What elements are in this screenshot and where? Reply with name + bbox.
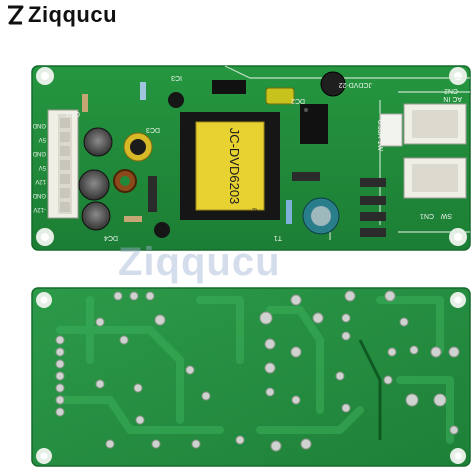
- svg-text:5V: 5V: [39, 136, 46, 142]
- svg-text:GND: GND: [32, 192, 46, 198]
- svg-text:FY: FY: [250, 208, 256, 216]
- watermark-text: Ziqqucu: [118, 240, 281, 284]
- transformer-label: JC-DVD6203: [227, 128, 242, 205]
- svg-text:5V: 5V: [39, 164, 46, 170]
- mounting-hole-icon: [36, 292, 466, 464]
- diode: [148, 172, 386, 237]
- label-jcdvd: JCDVD-22: [338, 81, 372, 88]
- label-resistor: 0.33R 1W: [376, 120, 383, 152]
- label-ac-in: AC IN: [443, 95, 462, 102]
- transformer: JC-DVD6203 FY: [180, 112, 280, 220]
- brand-logo-icon: [8, 5, 24, 25]
- pcb-bottom-board: [31, 287, 471, 467]
- electrolytic-capacitor: [78, 71, 346, 235]
- brand-name: Ziqqucu: [28, 2, 118, 27]
- label-t1: T1: [274, 234, 282, 241]
- label-dc2: DC2: [291, 97, 305, 104]
- label-dc3: DC3: [146, 126, 160, 133]
- svg-text:12V: 12V: [35, 178, 46, 184]
- svg-text:GND: GND: [32, 150, 46, 156]
- pcb-top-board: JC-DVD6203 FY: [31, 65, 471, 251]
- label-cn1: CN1: [420, 212, 434, 219]
- label-sw: SW: [440, 212, 452, 219]
- label-cn2: CN2: [444, 87, 458, 94]
- label-cn3: CN3: [66, 110, 80, 117]
- output-header-connector: [47, 109, 79, 219]
- svg-text:-12V: -12V: [33, 206, 46, 212]
- label-ic3: IC3: [171, 74, 182, 81]
- svg-text:GND: GND: [32, 122, 46, 128]
- ac-input-connector: [403, 103, 467, 199]
- resistor: [82, 82, 292, 224]
- label-dc4: DC4: [104, 234, 118, 241]
- ic-chip: [212, 80, 328, 144]
- brand-header: Ziqqucu: [6, 2, 117, 28]
- solder-pads: [55, 290, 460, 452]
